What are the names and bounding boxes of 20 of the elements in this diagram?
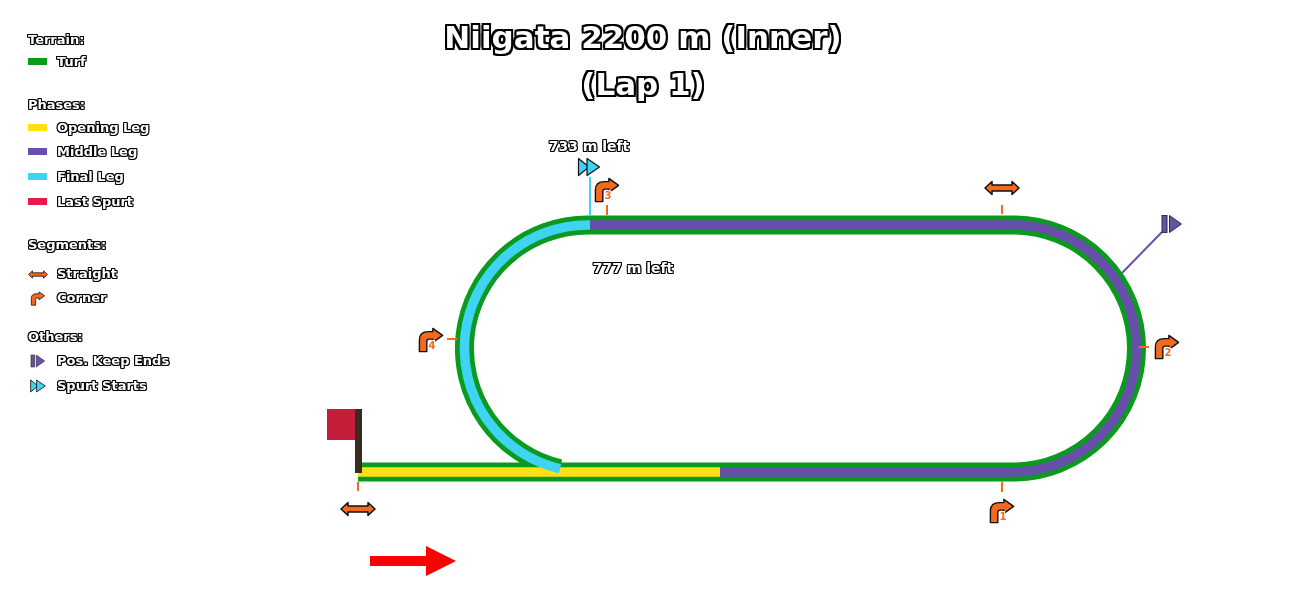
corner-number: 2 xyxy=(1164,347,1172,359)
legend-label: Spurt Starts xyxy=(57,378,147,394)
corner-number: 1 xyxy=(999,511,1007,523)
legend-heading: Others: xyxy=(28,329,83,345)
corner-number: 4 xyxy=(428,340,436,352)
distance-label: 777 m left xyxy=(592,259,674,277)
distance-label: 733 m left xyxy=(548,137,630,155)
legend-heading: Terrain: xyxy=(28,32,85,48)
corner-number: 3 xyxy=(604,190,612,202)
legend-label: Last Spurt xyxy=(57,194,134,210)
legend-label: Final Leg xyxy=(57,169,124,185)
diagram-title: Niigata 2200 m (Inner) (Lap 1) xyxy=(443,18,843,105)
legend-label: Opening Leg xyxy=(57,120,150,136)
legend-heading: Phases: xyxy=(28,97,86,113)
legend-label: Middle Leg xyxy=(57,144,138,160)
legend-heading: Segments: xyxy=(28,237,107,253)
legend-label: Straight xyxy=(57,266,117,282)
legend-label: Corner xyxy=(57,290,107,306)
legend-label: Pos. Keep Ends xyxy=(57,353,170,369)
legend-label: Turf xyxy=(57,54,86,70)
